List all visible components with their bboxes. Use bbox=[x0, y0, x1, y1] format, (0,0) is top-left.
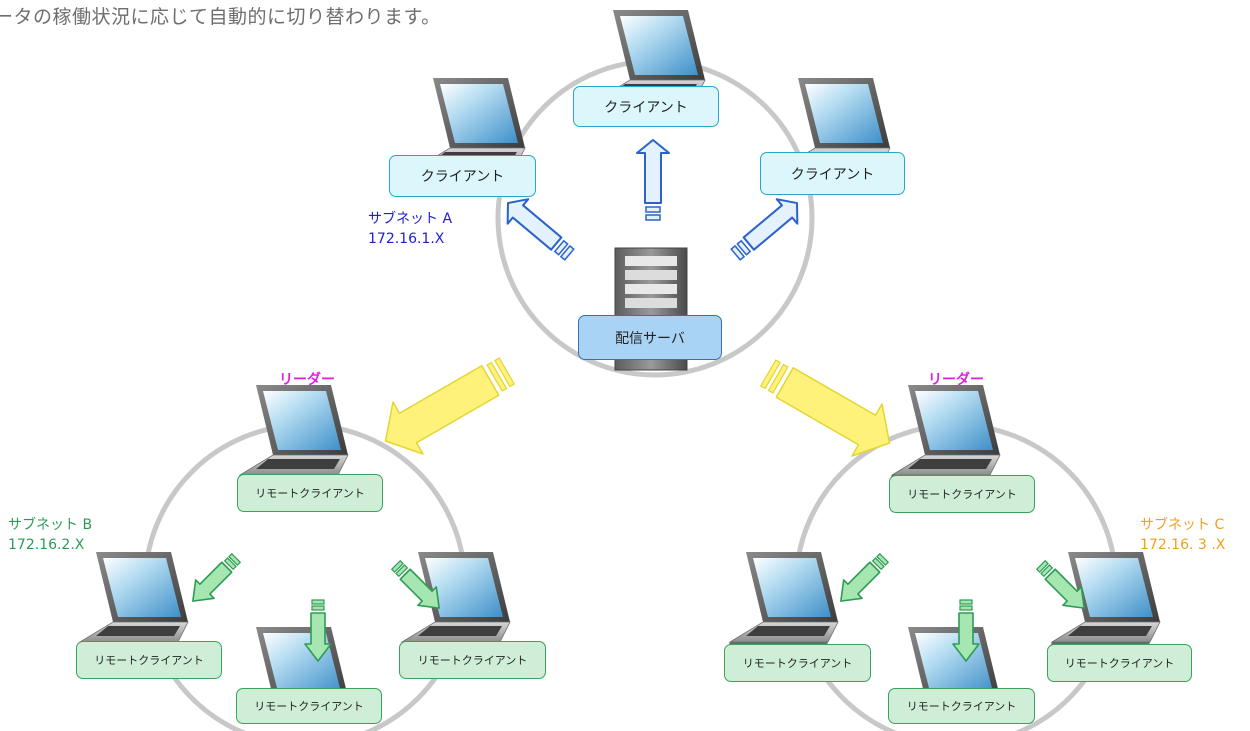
subnet-b-address: 172.16.2.X bbox=[8, 537, 85, 553]
subnet-a-label: サブネット A 172.16.1.X bbox=[368, 209, 452, 249]
remote-client-c-bottom: リモートクライアント bbox=[888, 688, 1035, 724]
server-label-box: 配信サーバ bbox=[578, 315, 722, 360]
arrow-up-icon bbox=[636, 139, 670, 221]
client-box-top: クライアント bbox=[573, 86, 719, 127]
arrow-down-left-icon bbox=[830, 548, 894, 612]
laptop-icon bbox=[399, 551, 511, 648]
subnet-c-address: 172.16. 3 .X bbox=[1140, 537, 1226, 553]
remote-client-b-bottom: リモートクライアント bbox=[236, 688, 382, 724]
arrow-down-right-icon bbox=[752, 346, 906, 470]
remote-client-c-left: リモートクライアント bbox=[724, 644, 871, 682]
subnet-c-name: サブネット C bbox=[1140, 517, 1225, 533]
caption-text: ータの稼働状況に応じて自動的に切り替わります。 bbox=[0, 6, 441, 28]
remote-client-b-left: リモートクライアント bbox=[76, 641, 222, 679]
arrow-down-left-icon bbox=[182, 548, 246, 612]
client-box-left: クライアント bbox=[389, 155, 536, 197]
client-box-right: クライアント bbox=[760, 152, 905, 195]
leader-label-b: リーダー bbox=[279, 372, 335, 388]
subnet-b-name: サブネット B bbox=[8, 517, 93, 533]
subnet-a-address: 172.16.1.X bbox=[368, 231, 445, 247]
laptop-icon bbox=[77, 551, 189, 648]
remote-client-leader-c: リモートクライアント bbox=[889, 475, 1035, 513]
laptop-icon bbox=[727, 551, 839, 648]
subnet-b-label: サブネット B 172.16.2.X bbox=[8, 515, 92, 555]
subnet-c-label: サブネット C 172.16. 3 .X bbox=[1140, 515, 1225, 555]
remote-client-leader-b: リモートクライアント bbox=[237, 474, 383, 512]
remote-client-b-right: リモートクライアント bbox=[399, 641, 546, 679]
arrow-up-right-icon bbox=[724, 189, 809, 268]
subnet-a-name: サブネット A bbox=[368, 211, 453, 227]
remote-client-c-right: リモートクライアント bbox=[1047, 644, 1192, 682]
arrow-up-left-icon bbox=[496, 189, 581, 268]
leader-label-c: リーダー bbox=[928, 372, 984, 388]
